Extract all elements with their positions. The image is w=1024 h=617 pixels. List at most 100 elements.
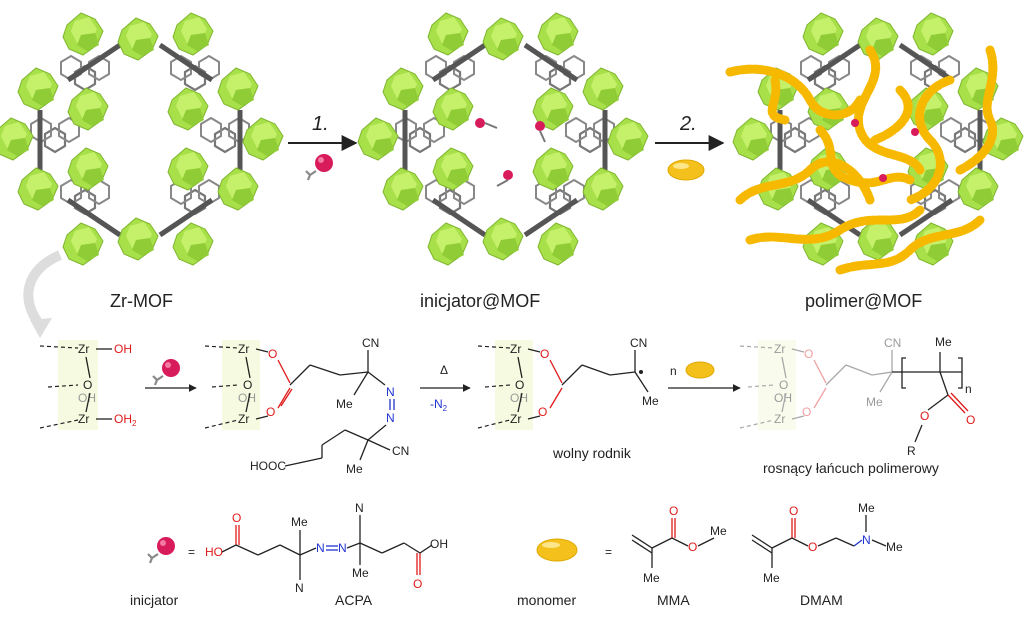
acpa-structure: HO O Me N N N N Me O OH xyxy=(205,501,448,595)
svg-text:O: O xyxy=(688,540,697,554)
arrow-propagation: n xyxy=(668,361,741,392)
svg-text:=: = xyxy=(605,545,612,559)
zr-node-2-azo: Zr Zr O OH O O CN Me N N HOOC Me CN xyxy=(204,336,409,476)
svg-text:O: O xyxy=(789,504,798,518)
svg-text:Me: Me xyxy=(346,462,363,476)
svg-text:N: N xyxy=(386,411,395,425)
svg-text:Zr: Zr xyxy=(78,412,89,426)
svg-text:Me: Me xyxy=(352,566,369,580)
dmam-label: DMAM xyxy=(800,592,843,608)
monomer-icon xyxy=(667,159,705,181)
initiator-small-icon xyxy=(151,357,182,387)
svg-text:n: n xyxy=(670,364,677,378)
radical-label: wolny rodnik xyxy=(552,445,632,461)
zr-node-3-radical: Zr Zr O OH O O CN Me xyxy=(477,336,659,430)
svg-text:HOOC: HOOC xyxy=(250,459,286,473)
svg-text:OH: OH xyxy=(78,391,96,405)
arrow-decomposition: Δ -N2 xyxy=(420,363,471,413)
svg-text:O: O xyxy=(232,511,241,525)
step1-label: 1. xyxy=(312,113,329,135)
acpa-label: ACPA xyxy=(335,592,373,608)
svg-text:O: O xyxy=(243,378,252,392)
svg-text:O: O xyxy=(540,347,549,361)
svg-text:OH: OH xyxy=(510,391,528,405)
svg-text:O: O xyxy=(413,577,422,591)
svg-text:N: N xyxy=(316,541,325,555)
svg-text:R: R xyxy=(907,444,916,458)
svg-text:O: O xyxy=(808,540,817,554)
step1-arrow: 1. xyxy=(288,113,358,182)
svg-text:HO: HO xyxy=(205,545,223,559)
svg-text:=: = xyxy=(188,545,195,559)
polymer-mof-structure xyxy=(725,13,1023,275)
chain-label: rosnący łańcuch polimerowy xyxy=(763,460,939,476)
svg-text:O: O xyxy=(966,413,975,427)
svg-text:Zr: Zr xyxy=(78,342,89,356)
delta-symbol: Δ xyxy=(440,363,448,377)
minus-n2-label: -N2 xyxy=(430,397,448,413)
svg-text:Me: Me xyxy=(291,515,308,529)
radical-dot xyxy=(639,370,643,374)
dmam-structure: Me O O N Me Me xyxy=(751,501,903,585)
zr-node-1: Zr Zr O OH OH OH2 xyxy=(39,340,137,430)
svg-text:Me: Me xyxy=(710,524,727,538)
svg-text:Me: Me xyxy=(866,395,883,409)
svg-text:O: O xyxy=(920,409,929,423)
bound-initiator-2 xyxy=(535,121,546,143)
svg-text:N: N xyxy=(386,385,395,399)
svg-text:Zr: Zr xyxy=(238,412,249,426)
mma-label: MMA xyxy=(657,592,690,608)
svg-text:OH: OH xyxy=(774,391,792,405)
svg-text:Zr: Zr xyxy=(774,412,785,426)
step2-arrow: 2. xyxy=(655,113,725,181)
svg-text:CN: CN xyxy=(362,336,379,350)
svg-text:n: n xyxy=(965,382,972,396)
svg-text:Me: Me xyxy=(935,335,952,349)
bound-initiator-3 xyxy=(496,170,513,187)
legend-monomer-label: monomer xyxy=(517,592,576,608)
svg-text:Me: Me xyxy=(886,540,903,554)
svg-text:O: O xyxy=(268,347,277,361)
polymer-mof-label: polimer@MOF xyxy=(805,291,922,311)
monomer-small-icon xyxy=(685,361,715,379)
zr-mof-structure xyxy=(0,13,283,265)
svg-text:OH: OH xyxy=(430,537,448,551)
svg-text:O: O xyxy=(804,347,813,361)
svg-text:OH: OH xyxy=(238,391,256,405)
legend-initiator-icon xyxy=(146,535,177,565)
svg-text:Zr: Zr xyxy=(238,342,249,356)
svg-text:CN: CN xyxy=(884,336,901,350)
svg-text:Me: Me xyxy=(336,397,353,411)
svg-text:N: N xyxy=(338,541,347,555)
initiator-mof-structure xyxy=(358,13,648,265)
svg-text:N: N xyxy=(862,533,871,547)
svg-text:O: O xyxy=(538,405,547,419)
zr-mof-label: Zr-MOF xyxy=(110,291,173,311)
svg-text:O: O xyxy=(669,504,678,518)
svg-text:Zr: Zr xyxy=(510,342,521,356)
bound-initiator-1 xyxy=(475,118,498,129)
svg-text:O: O xyxy=(266,405,275,419)
svg-text:N: N xyxy=(295,581,304,595)
svg-text:O: O xyxy=(779,378,788,392)
svg-text:Zr: Zr xyxy=(774,342,785,356)
svg-text:Me: Me xyxy=(858,501,875,515)
legend-initiator-label: inicjator xyxy=(130,592,179,608)
mma-structure: Me O O Me xyxy=(631,504,727,585)
svg-text:Me: Me xyxy=(643,571,660,585)
oh2-group: OH2 xyxy=(114,412,137,428)
svg-text:O: O xyxy=(515,378,524,392)
svg-text:Me: Me xyxy=(642,394,659,408)
polymer-chains xyxy=(725,45,998,275)
initiator-mof-label: inicjator@MOF xyxy=(420,291,540,311)
svg-text:Me: Me xyxy=(763,571,780,585)
zoom-arrow xyxy=(23,250,63,329)
svg-text:CN: CN xyxy=(630,336,647,350)
initiator-icon xyxy=(304,152,335,182)
svg-text:Zr: Zr xyxy=(510,412,521,426)
svg-text:O: O xyxy=(802,405,811,419)
legend-monomer-icon xyxy=(536,538,578,562)
svg-text:O: O xyxy=(83,378,92,392)
svg-text:CN: CN xyxy=(392,444,409,458)
